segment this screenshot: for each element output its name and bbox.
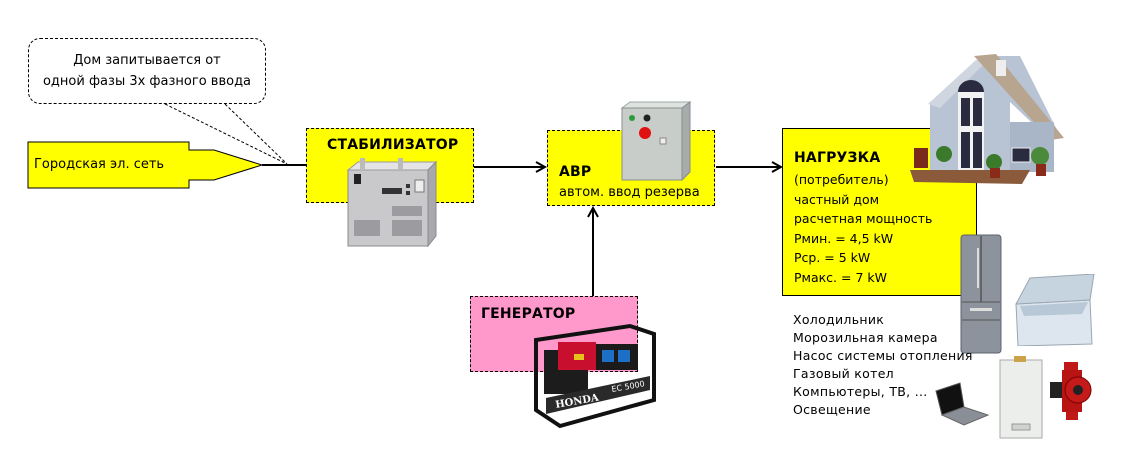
consumer-item: Холодильник: [793, 312, 885, 327]
load-title: НАГРУЗКА: [794, 150, 881, 166]
refrigerator-icon: [960, 234, 1002, 354]
generator-device-icon: HONDA EC 5000: [534, 323, 656, 429]
house-icon: [910, 54, 1064, 184]
callout-line-2: одной фазы 3х фазного ввода: [42, 74, 252, 89]
load-consumer-type: (потребитель): [794, 172, 889, 187]
consumer-item: Морозильная камера: [793, 330, 938, 345]
stabilizer-device-icon: [346, 158, 438, 248]
consumer-item: Насос системы отопления: [793, 348, 973, 363]
consumer-item: Освещение: [793, 402, 871, 417]
load-power-max: Pмакс. = 7 kW: [794, 269, 887, 285]
chest-freezer-icon: [1015, 274, 1095, 346]
laptop-icon: [935, 382, 990, 426]
generator-title: ГЕНЕРАТОР: [481, 306, 576, 322]
load-power-min: Pмин. = 4,5 kW: [794, 230, 894, 246]
consumers-list: Холодильник Морозильная камера Насос сис…: [793, 311, 973, 419]
callout-note: Дом запитывается от одной фазы 3х фазног…: [28, 38, 266, 104]
load-details: (потребитель) частный дом расчетная мощн…: [794, 170, 932, 287]
ats-title: АВР: [559, 164, 592, 180]
callout-line-1: Дом запитывается от: [73, 53, 221, 68]
gas-boiler-icon: [999, 356, 1043, 439]
city-grid-arrow-shape: [27, 141, 264, 189]
load-house-type: частный дом: [794, 191, 880, 207]
circulation-pump-icon: [1050, 362, 1092, 420]
consumer-item: Газовый котел: [793, 366, 894, 381]
stabilizer-title: СТАБИЛИЗАТОР: [327, 137, 459, 153]
load-power-avg: Pср. = 5 kW: [794, 250, 871, 265]
consumer-item: Компьютеры, ТВ, ...: [793, 384, 928, 399]
ats-cabinet-icon: [620, 101, 692, 182]
load-rated-power-label: расчетная мощность: [794, 211, 933, 226]
city-grid-label: Городская эл. сеть: [34, 157, 165, 172]
callout-pointer: [164, 103, 288, 165]
ats-subtitle: автом. ввод резерва: [559, 185, 700, 200]
